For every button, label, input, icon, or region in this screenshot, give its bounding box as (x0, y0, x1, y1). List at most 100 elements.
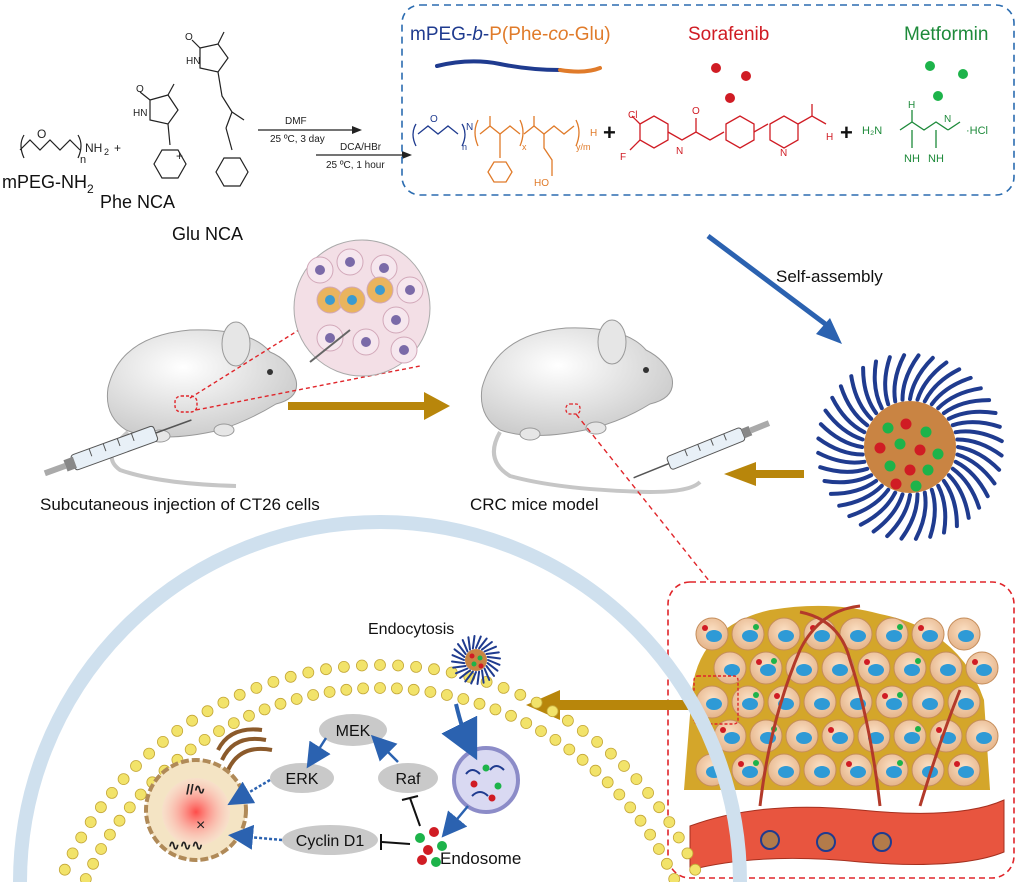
cyclin-label: Cyclin D1 (296, 833, 365, 850)
lipid-head (630, 773, 643, 785)
lipid-head (661, 857, 673, 870)
step2-conditions: 25 ºC, 1 hour (326, 160, 385, 171)
inhibit-raf-line (409, 797, 421, 827)
lipid-head (258, 703, 271, 716)
arrow-micelle-to-syringe (724, 462, 804, 486)
tumor-cell-nucleus (706, 630, 722, 642)
sorafenib-structure (629, 104, 827, 151)
small-corona-chain (486, 655, 501, 660)
inhibit-cyclin-line (381, 841, 411, 845)
tumor-drug-dot (702, 625, 708, 631)
corona-chain (818, 465, 870, 474)
lipid-head (410, 661, 423, 673)
small-corona-chain (467, 636, 471, 651)
tumor-cell-nucleus (958, 766, 974, 778)
metformin-dot (933, 91, 943, 101)
lipid-head (497, 682, 510, 694)
peg-chain-line (435, 59, 562, 72)
vessel-micelle (872, 832, 892, 852)
lipid-head (605, 747, 617, 760)
polymer-n-label: N (466, 122, 473, 133)
self-assembly-label: Self-assembly (776, 267, 883, 286)
self-assembly-arrow (706, 234, 830, 328)
lipid-head (58, 863, 71, 876)
endocytosis-arrow (441, 703, 478, 761)
lipid-head (546, 705, 559, 718)
lipid-head (642, 787, 654, 799)
mek-label: MEK (336, 723, 371, 740)
tumor-cell-nucleus (778, 766, 794, 778)
polymer-o-label: O (430, 114, 438, 125)
mpeg-o-label: O (37, 127, 46, 141)
tissue-nucleus (325, 295, 335, 305)
tumor-cell-nucleus (814, 630, 830, 642)
blood-vessel (689, 799, 1005, 871)
endosome (452, 746, 520, 814)
dna-1: //∿ (186, 781, 206, 797)
erk-node (270, 763, 334, 793)
inhibit-raf-bar (401, 795, 419, 801)
tumor-cell-nucleus (850, 766, 866, 778)
tumor-cell-nucleus (904, 664, 920, 676)
tumor-cell-nucleus (814, 698, 830, 710)
phe-o-label: O (136, 84, 144, 95)
tumor-cell-nucleus (976, 664, 992, 676)
lipid-head (390, 682, 403, 695)
corona-chain (950, 466, 982, 510)
lipid-head (302, 666, 315, 679)
corona-chain (871, 492, 905, 534)
small-corona-chain (452, 665, 467, 669)
tumor-drug-dot (756, 659, 762, 665)
lipid-head (514, 688, 527, 701)
self-assembly-arrowhead (816, 318, 842, 344)
lipid-head (117, 773, 130, 785)
tumor-vessels (758, 604, 962, 807)
lipid-head (84, 816, 97, 828)
lipid-head (104, 828, 116, 841)
lipid-head (428, 663, 440, 676)
corona-chain (838, 384, 870, 428)
lipid-head (624, 801, 637, 814)
lipid-head (392, 659, 405, 672)
lipid-head (489, 703, 502, 716)
lipid-head (198, 734, 211, 746)
lipid-head (374, 682, 386, 694)
tumor-cell-nucleus (886, 698, 902, 710)
tumor-cell-nucleus (868, 664, 884, 676)
lipid-head (134, 788, 147, 801)
corona-chain (900, 353, 921, 402)
lipid-head (589, 764, 602, 777)
tumor-cell-nucleus (832, 732, 848, 744)
corona-chain (822, 473, 874, 485)
corona-chain (892, 353, 907, 404)
mouse-crc (480, 319, 702, 495)
tumor-drug-dot (897, 692, 903, 698)
cyclin-to-nucleus-arrow (228, 824, 283, 850)
lipid-head (123, 801, 136, 814)
glu-hn-label: HN (186, 56, 200, 67)
tumor-cell-nucleus (706, 698, 722, 710)
tumor-cell-nucleus (976, 732, 992, 744)
glu-nca-structure (191, 31, 249, 187)
reaction-arrow-2-head (402, 151, 412, 159)
small-corona-chain (451, 654, 465, 661)
tissue-nucleus (399, 345, 409, 355)
small-corona-chain (475, 635, 482, 649)
tumor-drug-dot (828, 727, 834, 733)
corona-chain (946, 473, 971, 520)
lipid-head (530, 696, 543, 709)
glu-o-label: O (185, 32, 193, 43)
golgi (216, 727, 273, 771)
tumor-cell-nucleus (778, 630, 794, 642)
arrow-to-cell (526, 690, 692, 720)
lipid-head (95, 843, 107, 855)
small-corona-chain (478, 637, 488, 650)
sorafenib-dot (741, 71, 751, 81)
raf-to-mek-arrow (370, 734, 399, 763)
tissue-cells (306, 248, 424, 364)
corona-chain (936, 386, 983, 411)
vessel-micelle (816, 832, 836, 852)
lipid-head (668, 873, 681, 885)
small-corona-chain (455, 667, 469, 675)
